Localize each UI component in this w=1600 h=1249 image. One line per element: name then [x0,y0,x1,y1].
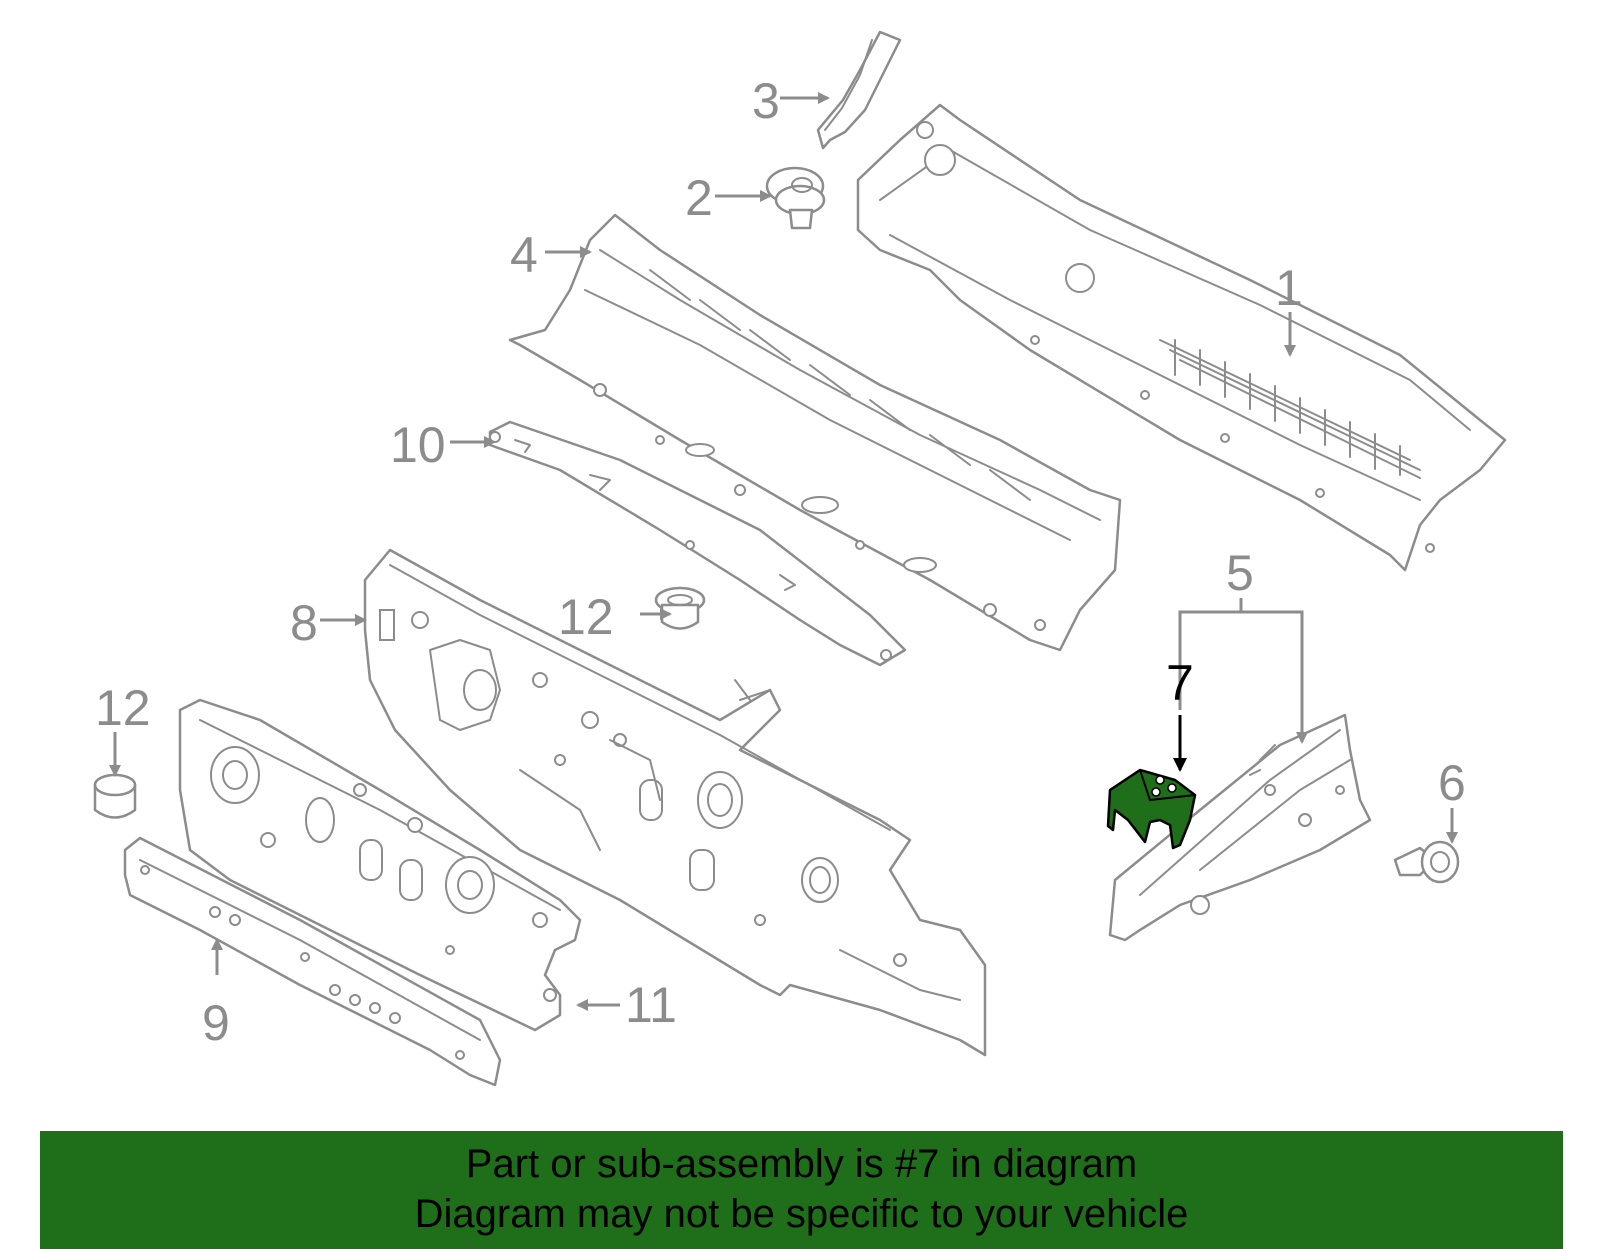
info-banner: Part or sub-assembly is #7 in diagram Di… [40,1131,1563,1249]
part-9-reinforcement [123,836,502,1087]
callout-6: 6 [1438,755,1466,811]
part-12-grommet-center [654,586,706,630]
callout-labels: 3 2 4 1 10 5 12 8 7 12 6 11 9 [95,73,1466,1051]
callout-8: 8 [290,595,318,651]
banner-line-disclaimer: Diagram may not be specific to your vehi… [414,1192,1189,1236]
callout-4: 4 [510,227,538,283]
callout-12-center: 12 [558,589,614,645]
part-1-cowl-top-panel [856,103,1507,572]
callout-5: 5 [1226,545,1254,601]
part-12-grommet-left [93,773,137,819]
part-8-dash-panel [363,548,987,1057]
leader-lines [109,92,1458,1011]
callout-11: 11 [625,977,677,1033]
callout-1: 1 [1275,260,1303,316]
callout-2: 2 [685,170,713,226]
part-6-bolt [1393,840,1460,884]
part-2-clip [765,166,826,230]
callout-12-left: 12 [95,680,151,736]
part-11-panel [178,698,582,1032]
callout-9: 9 [202,995,230,1051]
part-3-bracket [816,30,902,150]
part-7-bracket-highlighted [1106,768,1197,850]
part-10-insulator [488,420,907,667]
part-4-cowl-inner-panel [508,213,1122,652]
callout-7: 7 [1166,655,1194,711]
callout-10: 10 [390,417,446,473]
part-5-side-panel [1108,713,1372,942]
callout-3: 3 [752,73,780,129]
parts-diagram: 3 2 4 1 10 5 12 8 7 12 6 11 9 [93,30,1507,1087]
banner-line-part-number: Part or sub-assembly is #7 in diagram [465,1142,1138,1186]
